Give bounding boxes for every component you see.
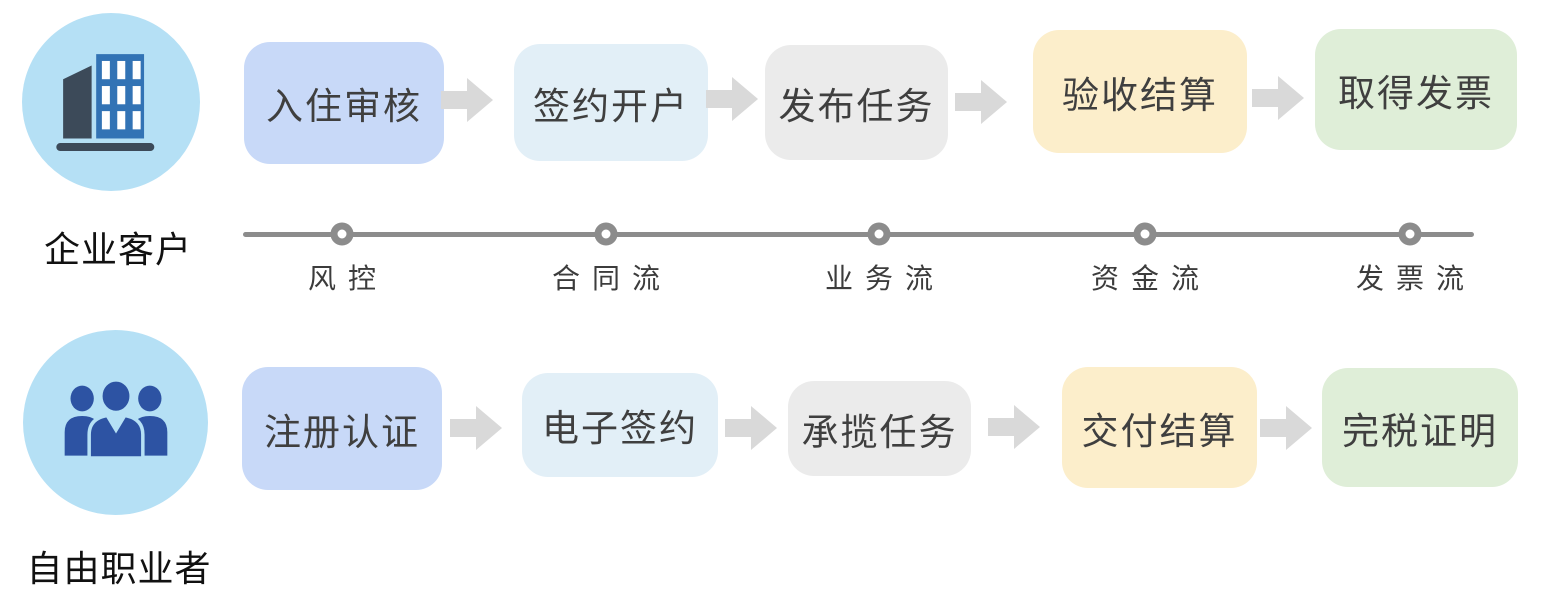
step-box-freelancer-2: 电子签约 [522, 373, 718, 477]
step-label: 签约开户 [533, 85, 689, 127]
step-label: 发布任务 [778, 85, 935, 127]
timeline-milestone-label: 发票流 [1355, 263, 1477, 294]
step-label: 完税证明 [1342, 410, 1498, 452]
timeline-milestone-label: 资金流 [1090, 263, 1212, 294]
step-label: 取得发票 [1338, 72, 1494, 114]
timeline-milestone-label: 合同流 [551, 263, 673, 294]
arrow-right-icon [988, 405, 1040, 449]
arrow-right-icon [1260, 406, 1312, 450]
building-icon [56, 54, 155, 152]
timeline-dot [1133, 222, 1157, 246]
step-box-freelancer-3: 承揽任务 [788, 381, 971, 476]
timeline-dot [867, 222, 891, 246]
arrow-right-icon [725, 406, 777, 450]
freelancer-actor-avatar [23, 330, 208, 515]
enterprise-actor-label: 企业客户 [43, 229, 193, 270]
enterprise-actor-avatar [22, 13, 200, 191]
step-box-enterprise-3: 发布任务 [765, 45, 948, 160]
step-box-enterprise-4: 验收结算 [1033, 30, 1247, 153]
step-label: 承揽任务 [801, 411, 958, 453]
step-box-freelancer-1: 注册认证 [242, 367, 442, 490]
step-label: 电子签约 [542, 408, 698, 449]
step-box-freelancer-4: 交付结算 [1062, 367, 1257, 488]
timeline-dot [594, 222, 618, 246]
timeline-dot [1398, 222, 1422, 246]
step-box-freelancer-5: 完税证明 [1322, 368, 1518, 487]
arrow-right-icon [955, 80, 1007, 124]
timeline-milestone-label: 业务流 [824, 263, 946, 294]
arrow-right-icon [441, 78, 493, 122]
users-icon [64, 380, 167, 460]
timeline-milestone-label: 风控 [307, 263, 389, 294]
step-box-enterprise-1: 入住审核 [244, 42, 444, 164]
arrow-right-icon [706, 77, 758, 121]
timeline-dot [330, 222, 354, 246]
step-label: 验收结算 [1062, 74, 1218, 116]
step-label: 入住审核 [266, 86, 422, 127]
step-box-enterprise-5: 取得发票 [1315, 29, 1517, 150]
freelancer-actor-label: 自由职业者 [26, 548, 212, 589]
step-label: 交付结算 [1081, 410, 1238, 452]
timeline-line [243, 232, 1474, 237]
arrow-right-icon [1252, 76, 1304, 120]
step-label: 注册认证 [264, 411, 420, 453]
step-box-enterprise-2: 签约开户 [514, 44, 708, 161]
arrow-right-icon [450, 406, 502, 450]
